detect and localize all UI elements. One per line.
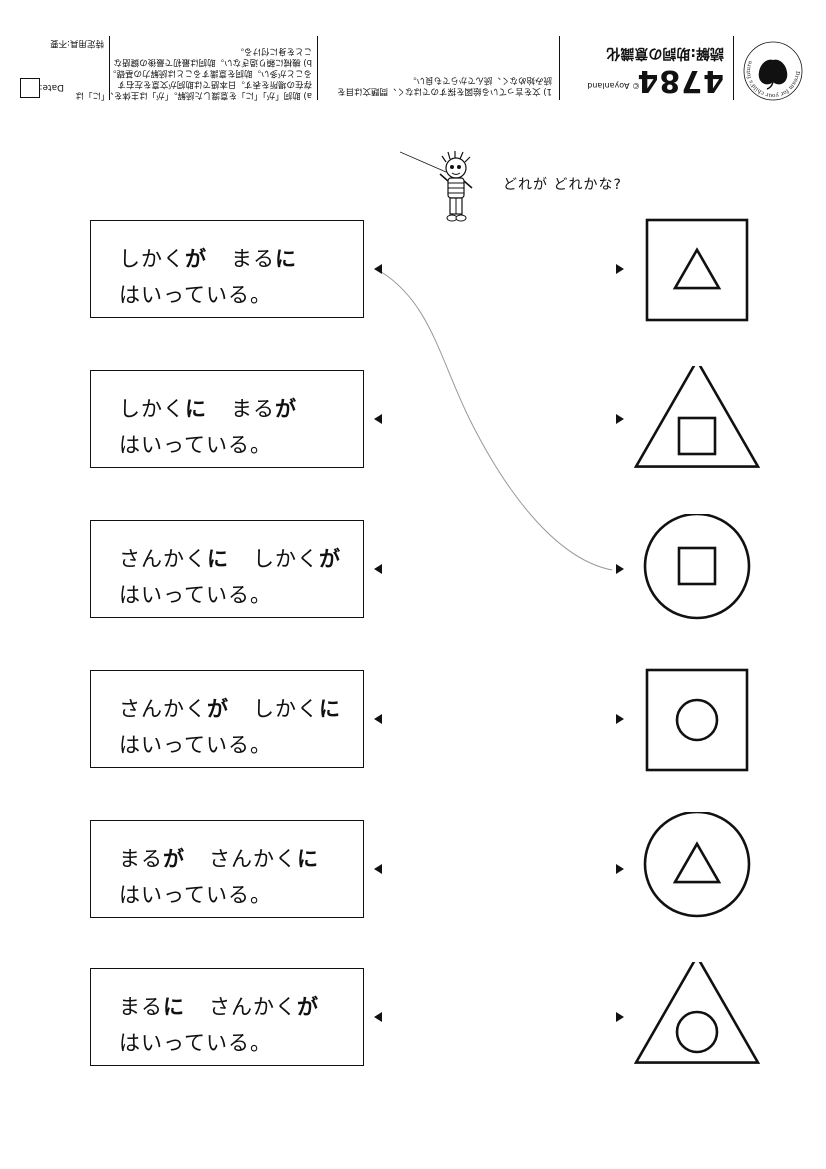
particle-a: が bbox=[207, 697, 229, 721]
inner-circle bbox=[675, 1010, 719, 1054]
sentence-noun-a: しかく bbox=[119, 247, 185, 271]
match-dot-left-3[interactable] bbox=[374, 564, 382, 574]
sentence-noun-a: まる bbox=[119, 995, 163, 1019]
sentence-line-1: まるがさんかくに bbox=[119, 841, 363, 877]
shape-figure-3 bbox=[643, 514, 751, 620]
sentence-box-4: さんかくがしかくにはいっている。 bbox=[90, 670, 364, 768]
brand-logo: Dream for your child's future bbox=[738, 32, 808, 104]
inner-triangle bbox=[672, 247, 722, 290]
outer-triangle bbox=[634, 366, 760, 468]
match-dot-right-5[interactable] bbox=[616, 864, 624, 874]
worksheet-title: 読解:助詞の意識化 bbox=[606, 45, 724, 61]
sentence-line-2: はいっている。 bbox=[119, 283, 272, 307]
match-dot-right-4[interactable] bbox=[616, 714, 624, 724]
sentence-noun-a: さんかく bbox=[119, 697, 207, 721]
mascot-illustration bbox=[399, 148, 490, 224]
sentence-box-6: まるにさんかくがはいっている。 bbox=[90, 968, 364, 1066]
note-guidance: a) 助詞「が」「に」を意識した読解。「が」は主体を、「に」は 存在の場所を表す… bbox=[75, 46, 312, 100]
sentence-noun-a: さんかく bbox=[119, 547, 207, 571]
match-dot-right-1[interactable] bbox=[616, 264, 624, 274]
particle-a: が bbox=[185, 247, 207, 271]
particle-a: に bbox=[185, 397, 207, 421]
sentence-noun-b: しかく bbox=[253, 697, 319, 721]
sentence-line-2: はいっている。 bbox=[119, 583, 272, 607]
shape-figure-4 bbox=[645, 668, 749, 772]
outer-circle bbox=[643, 514, 751, 620]
sentence-noun-a: まる bbox=[119, 847, 163, 871]
sentence-line-2: はいっている。 bbox=[119, 733, 272, 757]
particle-a: に bbox=[163, 995, 185, 1019]
sentence-box-1: しかくがまるにはいっている。 bbox=[90, 220, 364, 318]
date-field[interactable] bbox=[20, 78, 40, 98]
match-dot-left-6[interactable] bbox=[374, 1012, 382, 1022]
worksheet-header: Dream for your child's future 4784 読解:助詞… bbox=[18, 32, 808, 104]
sentence-line-1: しかくがまるに bbox=[119, 241, 363, 277]
sentence-noun-b: さんかく bbox=[209, 847, 297, 871]
sentence-noun-b: しかく bbox=[253, 547, 319, 571]
sentence-noun-b: まる bbox=[231, 397, 275, 421]
outer-square bbox=[645, 668, 749, 772]
particle-b: が bbox=[297, 995, 319, 1019]
match-dot-right-6[interactable] bbox=[616, 1012, 624, 1022]
match-dot-left-5[interactable] bbox=[374, 864, 382, 874]
match-dot-left-1[interactable] bbox=[374, 264, 382, 274]
particle-b: に bbox=[275, 247, 297, 271]
sentence-box-3: さんかくにしかくがはいっている。 bbox=[90, 520, 364, 618]
sentence-noun-b: さんかく bbox=[209, 995, 297, 1019]
copyright-text: © Aoyanland bbox=[587, 81, 640, 90]
sentence-noun-b: まる bbox=[231, 247, 275, 271]
sentence-box-2: しかくにまるがはいっている。 bbox=[90, 370, 364, 468]
apple-logo-icon: Dream for your child's future bbox=[743, 41, 803, 101]
particle-a: に bbox=[207, 547, 229, 571]
sentence-box-5: まるがさんかくにはいっている。 bbox=[90, 820, 364, 918]
match-dot-right-3[interactable] bbox=[616, 564, 624, 574]
date-label: Date: bbox=[39, 82, 64, 92]
question-prompt: どれが どれかな? bbox=[503, 177, 622, 193]
particle-a: が bbox=[163, 847, 185, 871]
inner-circle bbox=[675, 698, 719, 742]
sentence-line-1: まるにさんかくが bbox=[119, 989, 363, 1025]
outer-triangle bbox=[634, 962, 760, 1064]
sentence-line-1: さんかくにしかくが bbox=[119, 541, 363, 577]
sentence-noun-a: しかく bbox=[119, 397, 185, 421]
sentence-line-2: はいっている。 bbox=[119, 883, 272, 907]
particle-b: に bbox=[319, 697, 341, 721]
particle-b: が bbox=[319, 547, 341, 571]
sentence-line-2: はいっている。 bbox=[119, 1031, 272, 1055]
note-instructions: 1) 文を言っている絵図を探すのではなく、問題文は目を 読み始めなく、読んでから… bbox=[336, 75, 552, 96]
sentence-line-1: さんかくがしかくに bbox=[119, 691, 363, 727]
inner-square bbox=[677, 416, 717, 456]
shape-figure-2 bbox=[634, 366, 760, 468]
outer-square bbox=[645, 218, 749, 322]
inner-square bbox=[677, 546, 717, 586]
shape-figure-1 bbox=[645, 218, 749, 322]
shape-figure-6 bbox=[634, 962, 760, 1064]
match-dot-left-2[interactable] bbox=[374, 414, 382, 424]
sentence-line-1: しかくにまるが bbox=[119, 391, 363, 427]
inner-triangle bbox=[672, 841, 722, 884]
sentence-line-2: はいっている。 bbox=[119, 433, 272, 457]
particle-b: が bbox=[275, 397, 297, 421]
outer-circle bbox=[643, 812, 751, 918]
match-dot-right-2[interactable] bbox=[616, 414, 624, 424]
particle-b: に bbox=[297, 847, 319, 871]
match-dot-left-4[interactable] bbox=[374, 714, 382, 724]
shape-figure-5 bbox=[643, 812, 751, 918]
